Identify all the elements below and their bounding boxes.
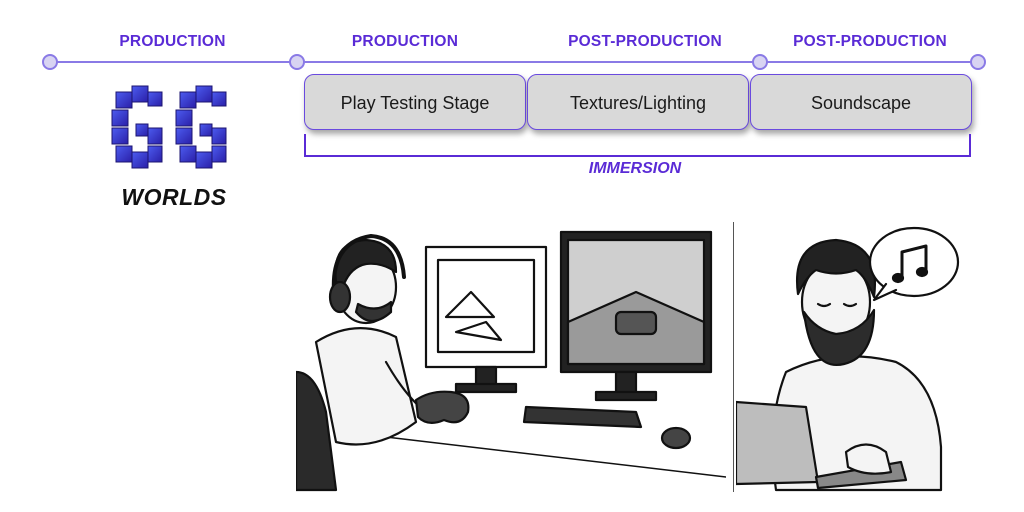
developer-playtesting-illustration xyxy=(296,230,726,492)
phase-label-post-production: POST-PRODUCTION xyxy=(568,33,722,50)
phase-label-post-production: POST-PRODUCTION xyxy=(793,33,947,50)
cube-logo-icon xyxy=(111,85,227,169)
timeline-node xyxy=(752,54,768,70)
timeline-line xyxy=(42,54,986,70)
logo-wordmark: WORLDS xyxy=(121,184,227,210)
timeline-node xyxy=(42,54,58,70)
illustration-divider xyxy=(733,222,734,492)
musician-composing-illustration xyxy=(736,226,960,492)
immersion-bracket xyxy=(304,134,971,157)
stage-box-textures-lighting: Textures/Lighting xyxy=(527,74,749,130)
stage-box-soundscape: Soundscape xyxy=(750,74,972,130)
timeline-node xyxy=(970,54,986,70)
timeline-node xyxy=(289,54,305,70)
phase-label-production: PRODUCTION xyxy=(119,33,226,50)
stage-box-play-testing: Play Testing Stage xyxy=(304,74,526,130)
immersion-label: IMMERSION xyxy=(588,160,682,177)
phase-label-production: PRODUCTION xyxy=(351,33,459,50)
